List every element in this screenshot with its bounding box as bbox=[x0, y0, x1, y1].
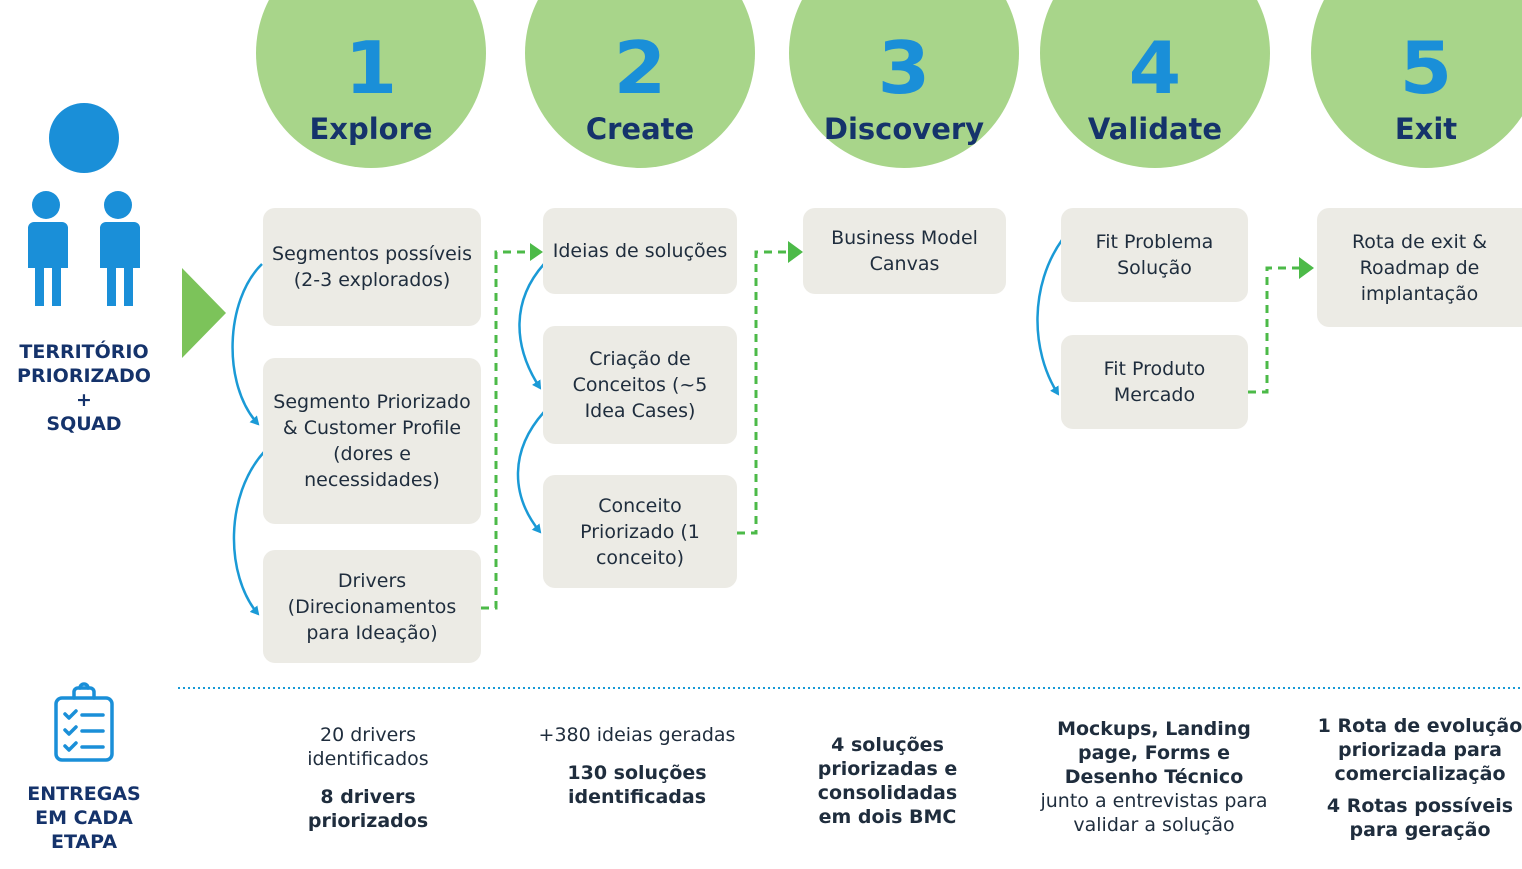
phase-name: Explore bbox=[309, 112, 433, 146]
phase-number: 5 bbox=[1399, 26, 1453, 110]
team-label-line: + bbox=[76, 389, 92, 411]
curved-arrow bbox=[231, 263, 263, 426]
deliverable-highlight: 1 Rota de evolução priorizada para comer… bbox=[1317, 715, 1522, 785]
phase-explore: 1 Explore bbox=[256, 0, 486, 168]
arrowhead-icon bbox=[530, 243, 543, 261]
phase-validate: 4 Validate bbox=[1040, 0, 1270, 168]
deliverable-highlight: 8 drivers priorizados bbox=[307, 786, 429, 832]
phase-name: Create bbox=[585, 112, 695, 146]
curved-arrow bbox=[232, 451, 265, 616]
team-label-line: SQUAD bbox=[46, 413, 122, 435]
phase-number: 1 bbox=[344, 26, 398, 110]
phase-exit: 5 Exit bbox=[1311, 0, 1522, 168]
deliverable-text: +380 ideias geradas bbox=[538, 724, 736, 746]
phase-name: Validate bbox=[1087, 112, 1223, 146]
deliverables-label-line: ETAPA bbox=[50, 831, 118, 853]
deliverable-highlight: 130 soluções identificadas bbox=[567, 762, 707, 808]
curved-arrow bbox=[516, 411, 545, 534]
phase-number: 3 bbox=[877, 26, 931, 110]
box-segmentos-possiveis: Segmentos possíveis (2-3 explorados) bbox=[263, 208, 481, 326]
box-drivers: Drivers (Direcionamentos para Ideação) bbox=[263, 550, 481, 663]
deliverable-highlight: 4 soluções priorizadas e consolidadas em… bbox=[817, 734, 958, 828]
arrowhead-icon bbox=[788, 241, 803, 263]
deliverable-text: 20 drivers identificados bbox=[307, 724, 429, 770]
team-label-line: PRIORIZADO bbox=[17, 365, 151, 387]
box-segmento-priorizado: Segmento Priorizado & Customer Profile (… bbox=[263, 358, 481, 524]
curved-arrow bbox=[1036, 239, 1064, 396]
deliverables-label-line: ENTREGAS bbox=[27, 783, 141, 805]
deliverable-explore: 20 drivers identificados 8 drivers prior… bbox=[268, 723, 468, 833]
box-rota-de-exit: Rota de exit & Roadmap de implantação bbox=[1317, 208, 1522, 327]
deliverable-create: +380 ideias geradas 130 soluções identif… bbox=[537, 723, 737, 809]
phase-discovery: 3 Discovery bbox=[789, 0, 1019, 168]
deliverable-highlight: Mockups, Landing page, Forms e Desenho T… bbox=[1057, 718, 1251, 788]
deliverables-label-line: EM CADA bbox=[35, 807, 133, 829]
box-ideias-de-solucoes: Ideias de soluções bbox=[543, 208, 737, 294]
phase-number: 2 bbox=[613, 26, 667, 110]
people-icon bbox=[28, 103, 140, 306]
box-business-model-canvas: Business Model Canvas bbox=[803, 208, 1006, 294]
phase-create: 2 Create bbox=[525, 0, 755, 168]
team-label: TERRITÓRIO PRIORIZADO + SQUAD bbox=[0, 340, 168, 436]
box-conceito-priorizado: Conceito Priorizado (1 conceito) bbox=[543, 475, 737, 588]
dashed-connector bbox=[737, 250, 792, 535]
curved-arrow bbox=[518, 263, 545, 390]
dashed-connector bbox=[481, 250, 532, 610]
box-fit-produto-mercado: Fit Produto Mercado bbox=[1061, 335, 1248, 429]
deliverable-discovery: 4 soluções priorizadas e consolidadas em… bbox=[800, 733, 975, 829]
phase-name: Discovery bbox=[823, 112, 985, 146]
deliverables-label: ENTREGAS EM CADA ETAPA bbox=[0, 782, 168, 854]
deliverable-highlight: 4 Rotas possíveis para geração bbox=[1326, 795, 1514, 841]
deliverable-text: junto a entrevistas para validar a soluç… bbox=[1040, 790, 1268, 836]
dashed-connector bbox=[1248, 266, 1302, 394]
deliverable-validate: Mockups, Landing page, Forms e Desenho T… bbox=[1030, 717, 1278, 837]
phase-name: Exit bbox=[1394, 112, 1458, 146]
play-arrow-icon bbox=[182, 268, 226, 358]
deliverable-exit: 1 Rota de evolução priorizada para comer… bbox=[1300, 714, 1522, 842]
phase-number: 4 bbox=[1128, 26, 1182, 110]
team-label-line: TERRITÓRIO bbox=[19, 341, 149, 363]
arrowhead-icon bbox=[1299, 257, 1314, 279]
box-fit-problema-solucao: Fit Problema Solução bbox=[1061, 208, 1248, 302]
box-criacao-de-conceitos: Criação de Conceitos (~5 Idea Cases) bbox=[543, 326, 737, 444]
checklist-icon bbox=[54, 682, 114, 762]
